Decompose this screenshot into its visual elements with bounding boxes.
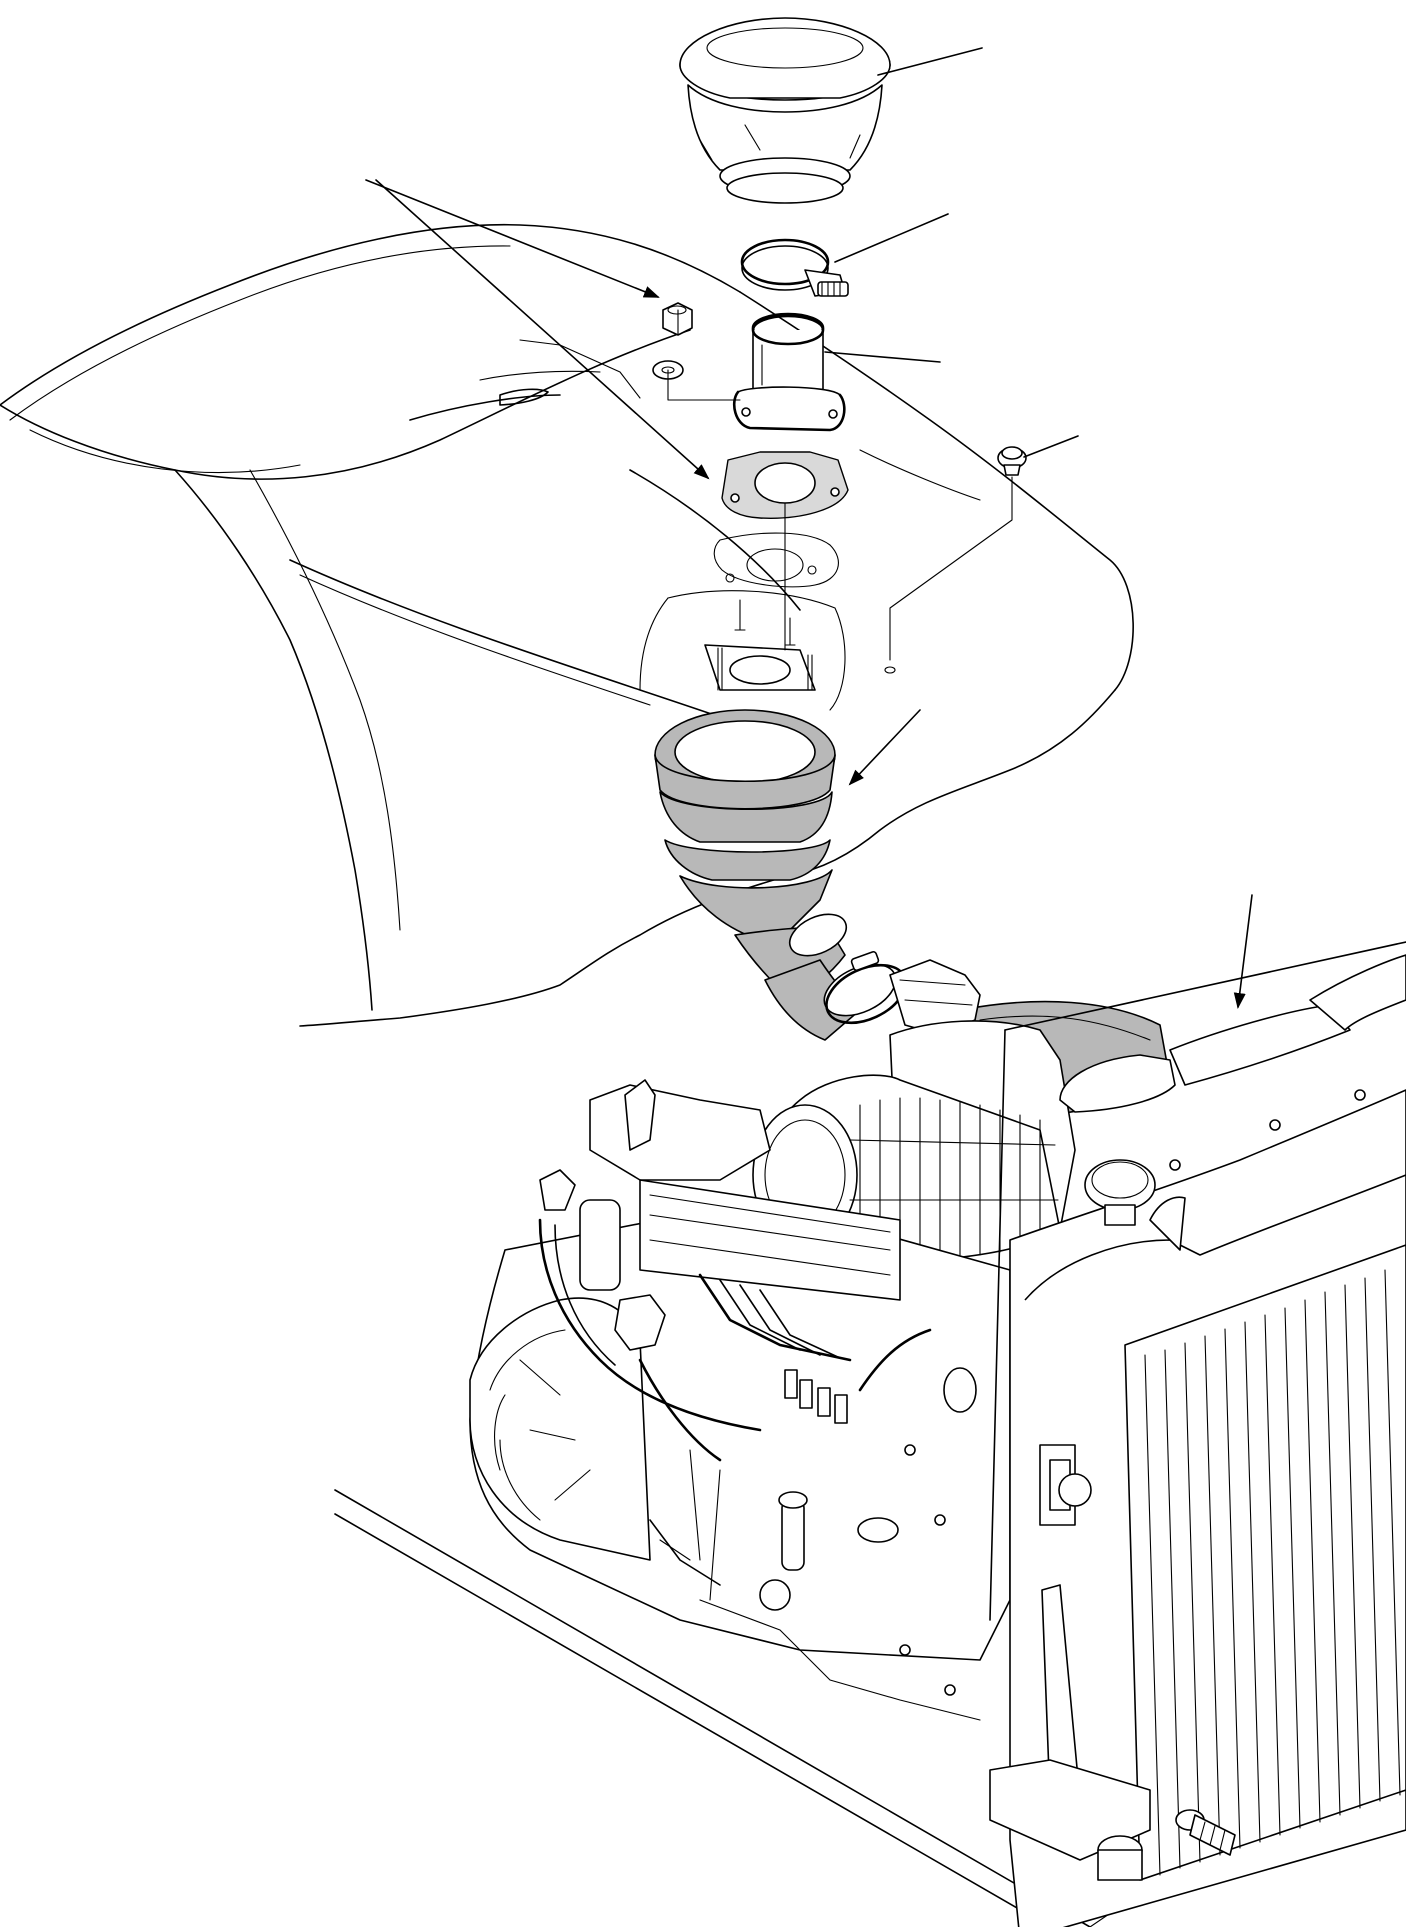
- washer: [652, 360, 741, 401]
- arrow-to-gasket: [375, 179, 710, 480]
- arrow-to-radiator: [1233, 894, 1253, 1009]
- callout-lines: [824, 47, 1079, 458]
- pointer-arrows: [365, 179, 1253, 1009]
- mounting-nut: [662, 302, 693, 336]
- hose-clamp: [740, 238, 849, 297]
- gasket: [721, 451, 849, 531]
- rubber-bellows-hose: [654, 709, 861, 1041]
- grommet: [884, 446, 1027, 674]
- pre-cleaner-bowl: [679, 17, 891, 204]
- hood-panel: [0, 223, 1134, 1027]
- arrow-to-nut: [365, 179, 660, 298]
- hood-opening: [639, 529, 846, 711]
- inlet-pipe: [733, 312, 846, 432]
- arrow-to-bellows: [848, 709, 921, 786]
- radiator: [989, 941, 1406, 1932]
- engine: [469, 1079, 1011, 1721]
